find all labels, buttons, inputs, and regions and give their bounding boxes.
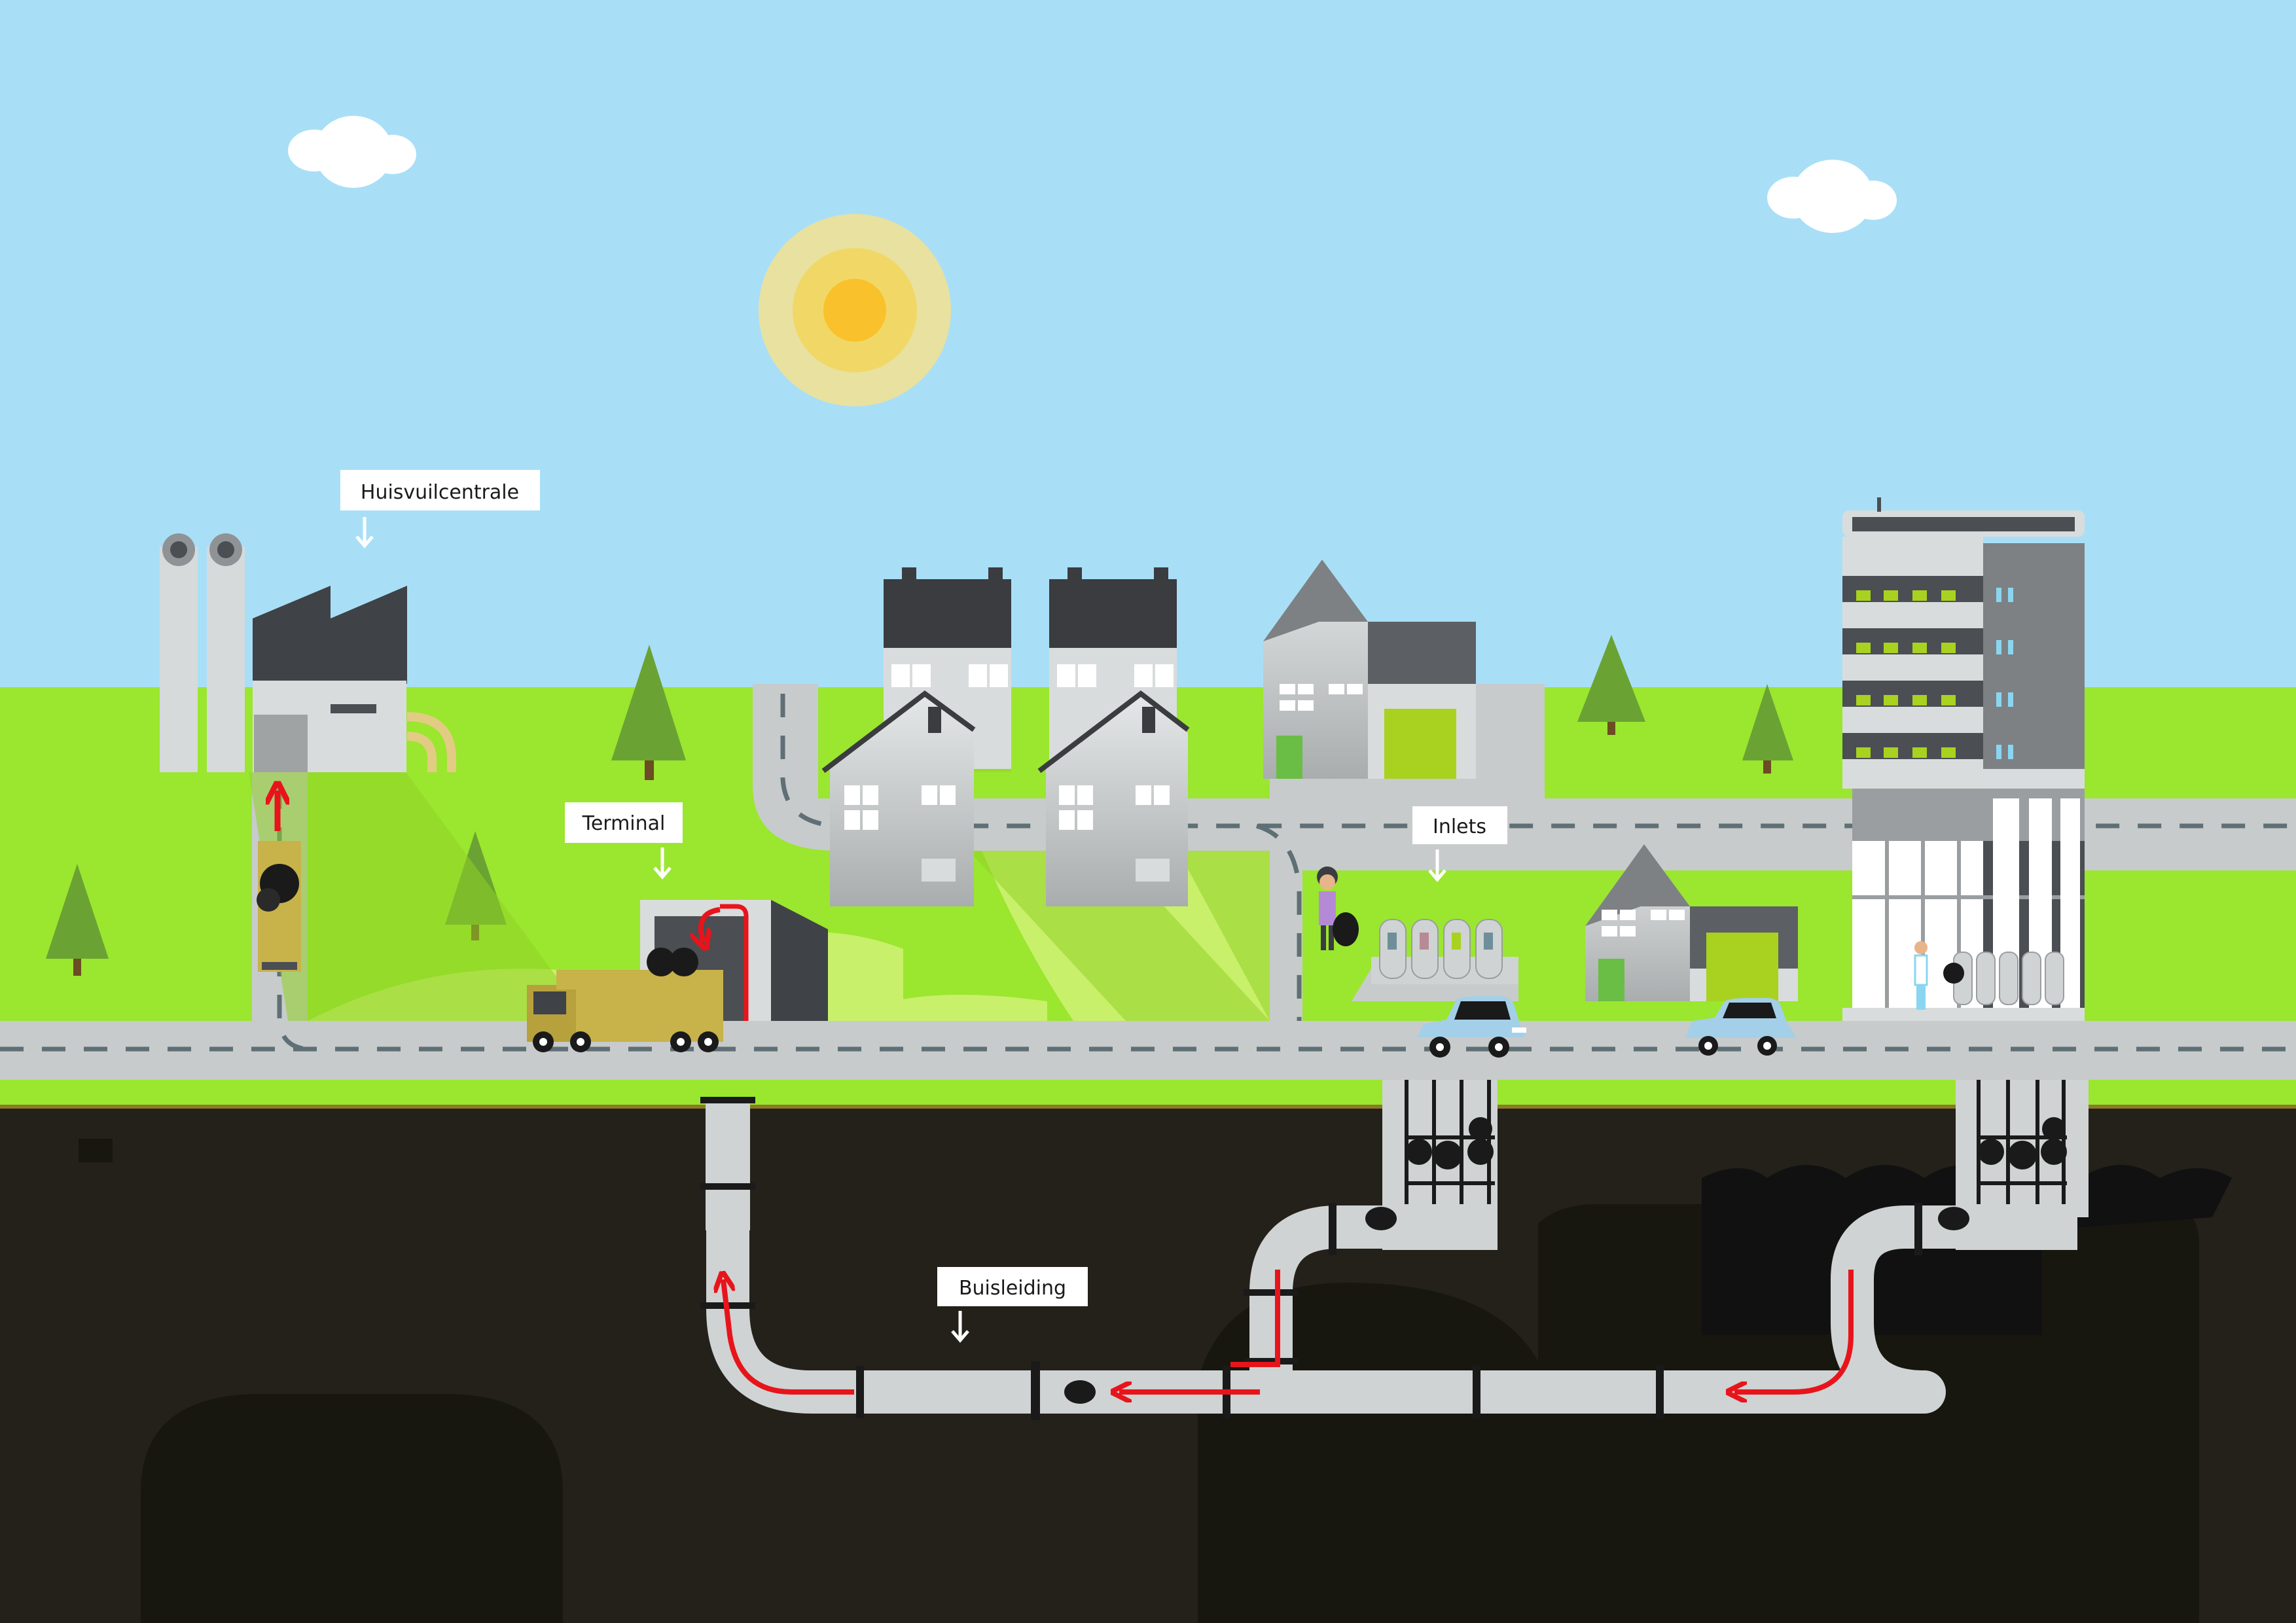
car-icon bbox=[1685, 998, 1797, 1056]
house-shadow bbox=[1178, 851, 1270, 1021]
label-huisvuilcentrale: Huisvuilcentrale bbox=[340, 470, 540, 548]
pipe-vertical-terminal bbox=[706, 1099, 750, 1230]
tree-icon bbox=[611, 645, 686, 780]
inlets-station bbox=[1352, 919, 1518, 1001]
label-huisvuilcentrale-text: Huisvuilcentrale bbox=[361, 481, 519, 504]
sun-icon bbox=[759, 214, 951, 406]
house bbox=[821, 690, 976, 906]
garbage-bag-icon bbox=[1943, 963, 1964, 984]
car-icon bbox=[1417, 996, 1526, 1058]
house bbox=[1263, 560, 1476, 779]
house bbox=[1585, 844, 1798, 1001]
house bbox=[1049, 567, 1177, 769]
ground-line bbox=[0, 1105, 2296, 1109]
label-buisleiding: Buisleiding bbox=[937, 1267, 1088, 1343]
arrow-down-icon bbox=[355, 517, 374, 548]
house-shadow bbox=[969, 851, 1270, 1021]
waste-plant bbox=[160, 533, 589, 1021]
hill bbox=[844, 995, 1047, 1021]
label-terminal: Terminal bbox=[565, 802, 683, 880]
garbage-bag-icon bbox=[1064, 1117, 2067, 1404]
underground-block bbox=[79, 1139, 113, 1162]
label-buisleiding-text: Buisleiding bbox=[959, 1277, 1066, 1300]
arrow-down-icon bbox=[1428, 849, 1446, 882]
tree-icon bbox=[1742, 684, 1793, 774]
garbage-bag-icon bbox=[1333, 912, 1359, 946]
cloud-icon bbox=[288, 116, 416, 188]
tree-icon bbox=[1577, 635, 1645, 735]
underground-rock bbox=[141, 1394, 563, 1623]
tree-icon bbox=[46, 864, 109, 976]
road-dashes bbox=[780, 694, 2296, 829]
pipe-cap bbox=[700, 1097, 755, 1103]
label-inlets: Inlets bbox=[1412, 806, 1507, 882]
house bbox=[1037, 690, 1190, 906]
cloud-icon bbox=[1767, 160, 1897, 233]
truck-icon bbox=[257, 841, 301, 972]
grass-strip bbox=[0, 1080, 2296, 1106]
road-dashes bbox=[277, 785, 308, 1052]
road-back bbox=[753, 684, 2296, 1021]
road-dashes bbox=[1255, 823, 1302, 1021]
truck-icon bbox=[527, 948, 723, 1052]
apartment-tower bbox=[1842, 497, 2085, 1021]
person-icon bbox=[1317, 866, 1359, 950]
label-inlets-text: Inlets bbox=[1433, 815, 1486, 838]
arrow-down-icon bbox=[653, 847, 672, 880]
arrow-down-icon bbox=[951, 1311, 969, 1343]
label-terminal-text: Terminal bbox=[582, 812, 666, 835]
flow-arrows bbox=[723, 1270, 1854, 1392]
person-icon bbox=[1914, 941, 1928, 1010]
